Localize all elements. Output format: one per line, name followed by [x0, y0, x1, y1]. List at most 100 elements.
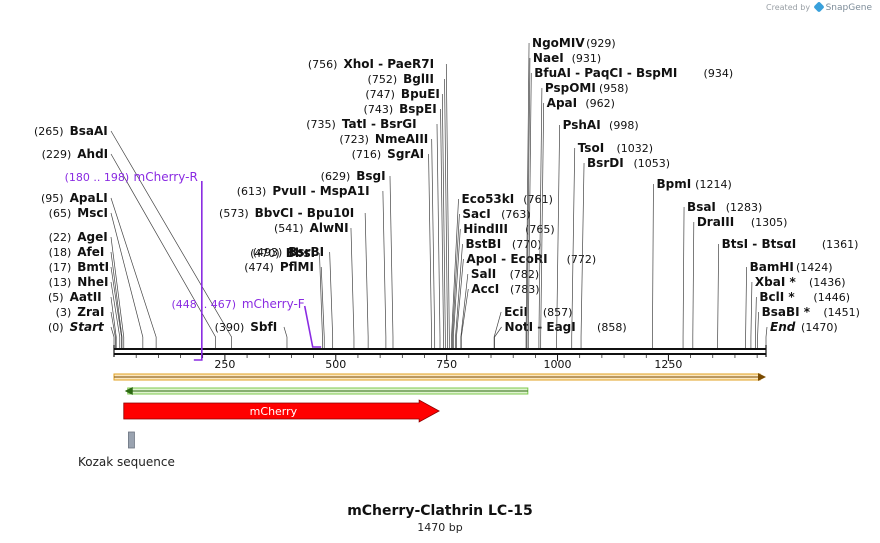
credit-brand: SnapGene — [825, 3, 872, 13]
site-name-sgrai: SgrAI — [387, 147, 424, 161]
site-name-bsai: BsaI — [687, 200, 716, 214]
site-name-zrai: ZraI — [77, 305, 104, 319]
site-name-bcli: BclI * — [759, 290, 795, 304]
site-pos-apali: (95) — [41, 192, 64, 205]
site-name-bbsi: BbsI — [286, 246, 315, 260]
site-name-tsoi: TsoI — [578, 141, 604, 155]
site-pos-agei: (22) — [49, 231, 72, 244]
site-pos-bbvci-bpu10i: (573) — [219, 207, 249, 220]
leader-1424 — [745, 266, 747, 349]
site-name-tati-bsrgi: TatI - BsrGI — [342, 117, 417, 131]
leader-782 — [460, 273, 469, 349]
orf-inner-arrowhead — [124, 387, 133, 395]
leader-962 — [540, 102, 545, 349]
axis-tick-label-500: 500 — [325, 358, 346, 371]
leader-474 — [320, 266, 325, 349]
axis-tick-label-250: 250 — [214, 358, 235, 371]
site-name-apai: ApaI — [547, 96, 577, 110]
site-name-draiii: DraIII — [697, 215, 734, 229]
leader-22 — [110, 236, 125, 349]
site-pos-bglii: (752) — [368, 73, 398, 86]
site-name-start: Start — [70, 320, 105, 334]
leader-493 — [329, 251, 334, 349]
feature-mcherry-label: mCherry — [250, 405, 298, 418]
site-pos-draiii: (1305) — [751, 216, 788, 229]
leader-783 — [460, 288, 469, 349]
site-name-end: End — [770, 320, 796, 334]
leader-770 — [455, 243, 463, 349]
site-name-aatii: AatII — [70, 290, 102, 304]
site-name-nmeaiii: NmeAIII — [375, 132, 428, 146]
leader-390 — [283, 326, 288, 349]
leader-958 — [538, 87, 543, 349]
site-pos-bsabi: (1451) — [823, 306, 860, 319]
leader-95 — [110, 197, 157, 349]
site-pos-bsaai: (265) — [34, 125, 64, 138]
feature-mcherry-arrow — [123, 399, 440, 423]
leader-17 — [110, 266, 122, 349]
site-name-bstbi: BstBI — [466, 237, 502, 251]
leader-229 — [110, 153, 216, 349]
site-pos-ngomiv: (929) — [586, 37, 616, 50]
site-pos-pshai: (998) — [609, 119, 639, 132]
site-name-apoi-ecori: ApoI - EcoRI — [466, 252, 547, 266]
feature-kozak-sequence-label: Kozak sequence — [78, 455, 175, 469]
leader-723 — [431, 138, 436, 349]
site-pos-btsi-bts-i: (1361) — [822, 238, 859, 251]
site-pos-alwni: (541) — [274, 222, 304, 235]
site-pos-bbsi: (470) — [250, 247, 280, 260]
site-pos-sali: (782) — [510, 268, 540, 281]
site-pos-naei: (931) — [572, 52, 602, 65]
leader-1214 — [652, 183, 654, 349]
site-pos-xhoi-paer7i: (756) — [308, 58, 338, 71]
leader-1283 — [682, 206, 685, 349]
feature-kozak-sequence-box — [128, 431, 135, 449]
site-pos-sbfi: (390) — [215, 321, 245, 334]
site-name-msci: MscI — [77, 206, 108, 220]
site-name-sali: SalI — [471, 267, 496, 281]
site-pos-afei: (18) — [49, 246, 72, 259]
leader-65 — [110, 212, 144, 349]
site-pos-ecii: (857) — [543, 306, 573, 319]
leader-743 — [440, 108, 444, 349]
leader-573 — [364, 212, 369, 349]
site-pos-bfuai-paqci-bspmi: (934) — [704, 67, 734, 80]
site-name-naei: NaeI — [533, 51, 564, 65]
site-name-bsaai: BsaAI — [70, 124, 108, 138]
site-name-sbfi: SbfI — [250, 320, 277, 334]
leader-756 — [445, 63, 450, 349]
leader-1032 — [571, 147, 576, 349]
site-pos-bsrbi: (493) — [253, 246, 283, 259]
primer-mcherry-f-name: mCherry-F — [242, 297, 305, 311]
leader-470 — [319, 252, 323, 349]
site-name-bpuei: BpuEI — [401, 87, 440, 101]
site-name-bfuai-paqci-bspmi: BfuAI - PaqCI - BspMI — [534, 66, 677, 80]
site-name-pflmi: PflMI — [280, 260, 314, 274]
site-name-bglii: BglII — [403, 72, 434, 86]
backbone-bottom-strand — [114, 353, 766, 355]
leader-613 — [382, 190, 387, 349]
site-name-bbvci-bpu10i: BbvCI - Bpu10I — [255, 206, 355, 220]
site-pos-ahdi: (229) — [42, 148, 72, 161]
site-name-hindiii: HindIII — [463, 222, 508, 236]
leader-629 — [389, 175, 394, 349]
leader-998 — [556, 124, 561, 349]
site-pos-sgrai: (716) — [352, 148, 382, 161]
site-pos-start: (0) — [48, 321, 64, 334]
leader-1053 — [580, 162, 585, 349]
site-pos-aatii: (5) — [48, 291, 64, 304]
site-pos-bcli: (1446) — [813, 291, 850, 304]
site-pos-bamhi: (1424) — [796, 261, 833, 274]
site-pos-nhei: (13) — [49, 276, 72, 289]
site-name-pspomi: PspOMI — [545, 81, 596, 95]
site-name-bsgi: BsgI — [356, 169, 385, 183]
site-name-ahdi: AhdI — [77, 147, 108, 161]
orf-outer-arrowhead — [758, 373, 766, 381]
axis-tick-label-1000: 1000 — [544, 358, 572, 371]
primer-mcherry-r-range: (180 .. 198) — [65, 171, 130, 184]
leader-735 — [436, 123, 441, 349]
leader-13 — [110, 281, 121, 349]
leader-1305 — [692, 221, 695, 349]
leader-858 — [494, 326, 502, 349]
